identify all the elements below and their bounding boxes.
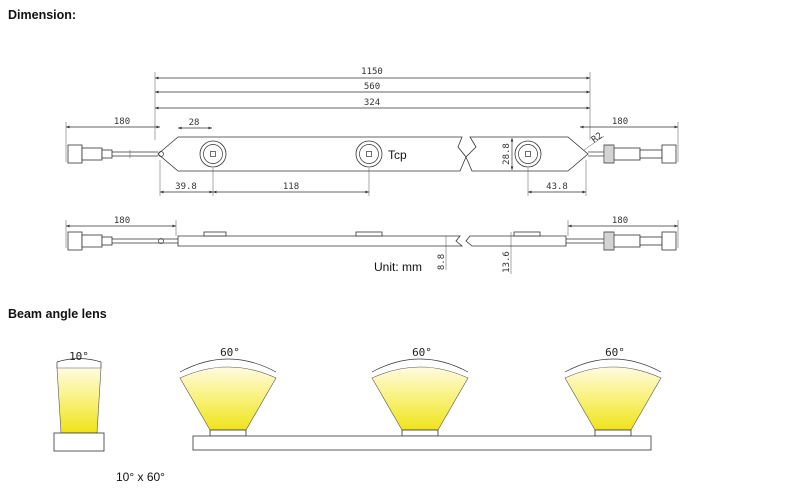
module-body-left bbox=[157, 136, 467, 172]
beam-10deg-lens: 10° bbox=[53, 350, 105, 452]
beam-angle-heading: Beam angle lens bbox=[8, 307, 107, 321]
dim-8-8: 8.8 bbox=[437, 254, 447, 270]
dim-324: 324 bbox=[364, 98, 380, 108]
left-connector bbox=[67, 144, 158, 164]
beam-60deg-lens-2: 60° bbox=[371, 346, 469, 437]
tcp-label: Tcp bbox=[388, 148, 407, 162]
dim-r2: R2 bbox=[590, 131, 605, 145]
dim-180-bottom-left: 180 bbox=[114, 216, 130, 226]
dim-1150: 1150 bbox=[361, 67, 383, 77]
angle-10: 10° bbox=[69, 350, 89, 363]
lens-type-label: 10° x 60° bbox=[116, 470, 165, 484]
side-view: 180 180 8.8 13.6 bbox=[65, 216, 679, 274]
dim-180-top-left: 180 bbox=[114, 117, 130, 127]
angle-60-2: 60° bbox=[412, 346, 432, 359]
unit-label: Unit: mm bbox=[374, 260, 422, 274]
led-2 bbox=[355, 140, 383, 168]
dim-28-8: 28.8 bbox=[502, 143, 512, 165]
dim-180-bottom-right: 180 bbox=[612, 216, 628, 226]
dim-28: 28 bbox=[189, 118, 200, 128]
right-connector bbox=[588, 144, 677, 164]
side-body-left bbox=[177, 235, 464, 247]
led-strip-base bbox=[192, 435, 652, 451]
dim-39-8: 39.8 bbox=[175, 182, 197, 192]
dim-560: 560 bbox=[364, 82, 380, 92]
beam-60deg-lens-1: 60° bbox=[179, 346, 277, 437]
angle-60-3: 60° bbox=[605, 346, 625, 359]
dim-43-8: 43.8 bbox=[546, 182, 568, 192]
side-body-right bbox=[465, 235, 567, 247]
led-1 bbox=[199, 140, 227, 168]
top-view: 1150 560 324 180 180 28 bbox=[65, 67, 679, 196]
dim-13-6: 13.6 bbox=[502, 251, 512, 273]
dimension-heading: Dimension: bbox=[8, 8, 77, 22]
dim-180-top-right: 180 bbox=[612, 117, 628, 127]
dim-118: 118 bbox=[283, 182, 299, 192]
angle-60-1: 60° bbox=[220, 346, 240, 359]
beam-10-cone bbox=[56, 367, 102, 434]
beam-60deg-lens-3: 60° bbox=[564, 346, 662, 437]
led-3 bbox=[514, 140, 542, 168]
